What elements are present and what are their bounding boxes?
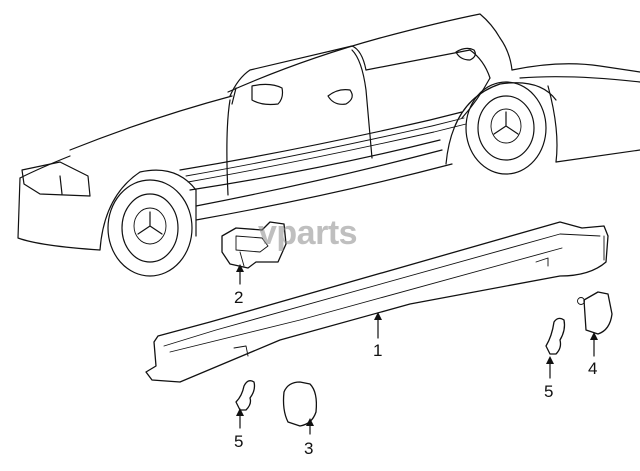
rocker-molding-part xyxy=(145,221,609,383)
callout-1: 1 xyxy=(373,341,382,360)
callout-5-left: 5 xyxy=(234,432,243,451)
callout-5-right: 5 xyxy=(544,382,553,401)
vehicle-illustration xyxy=(17,13,640,277)
leader-lines xyxy=(236,264,598,435)
callout-4: 4 xyxy=(588,359,597,378)
clip-right-part xyxy=(545,317,566,355)
callout-3: 3 xyxy=(304,439,313,458)
rear-cap-left-part xyxy=(282,381,318,427)
callout-2: 2 xyxy=(234,288,243,307)
clip-left-part xyxy=(235,380,256,411)
front-bracket-part xyxy=(221,221,287,269)
rear-cap-right-part xyxy=(577,291,613,335)
watermark: vparts xyxy=(258,214,357,252)
